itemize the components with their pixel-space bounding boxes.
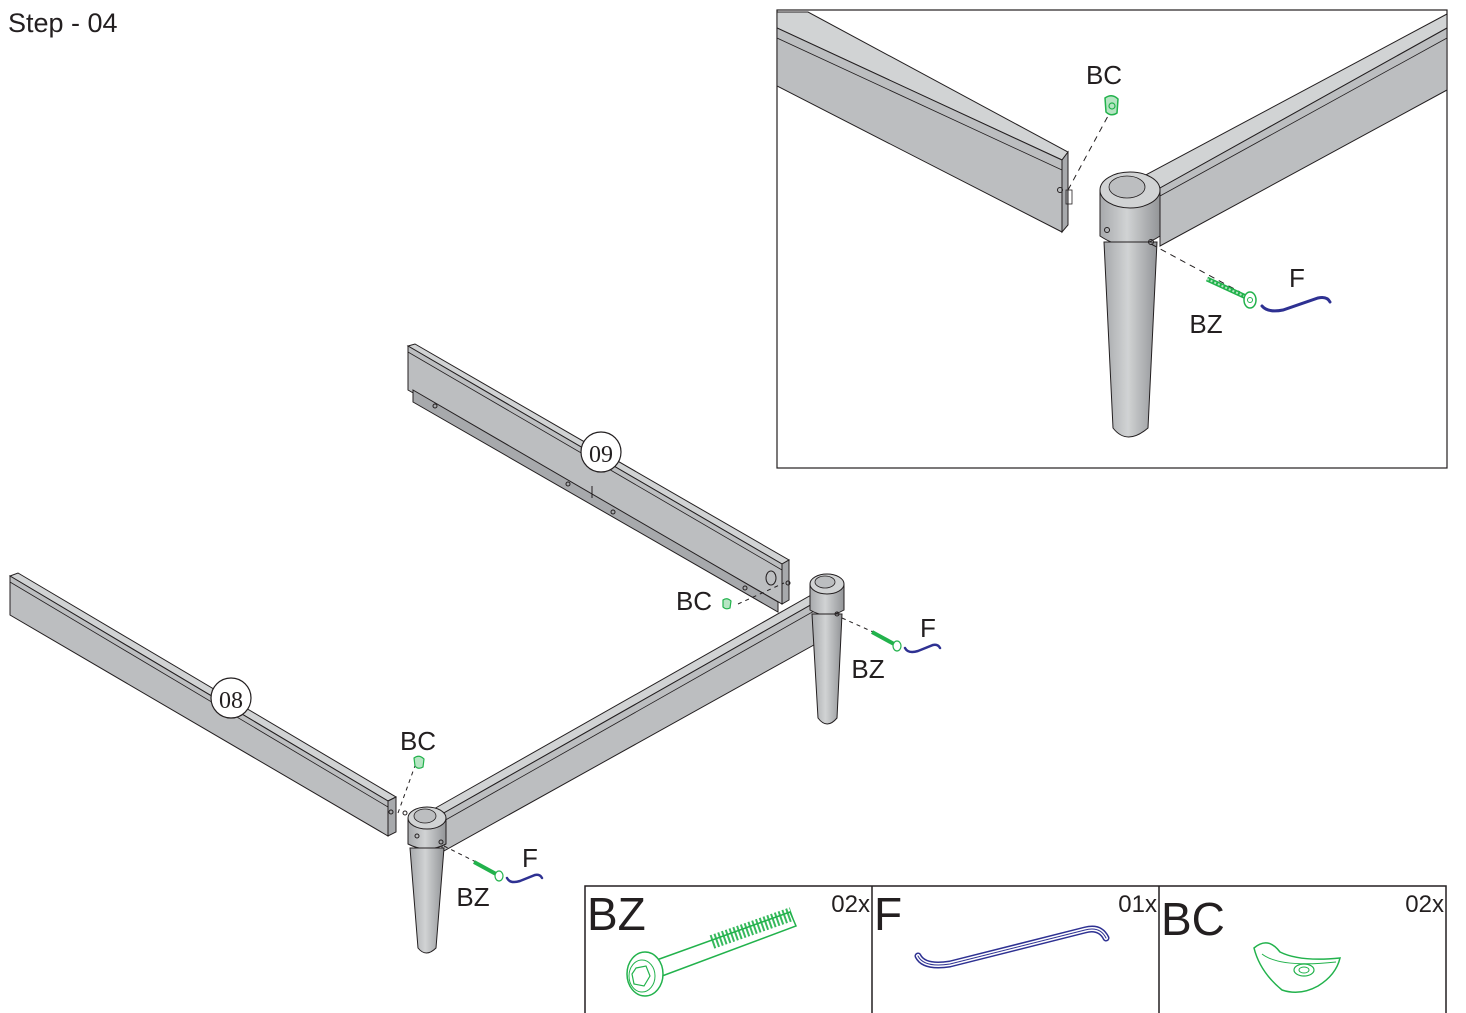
cam-nut-front-label: BC	[400, 726, 436, 756]
table-f-qty: 01x	[1118, 891, 1157, 918]
allen-key-icon	[914, 925, 1110, 969]
back-leg	[809, 573, 845, 725]
cam-nut-back-icon	[722, 598, 732, 610]
inset-allen-key-icon	[1260, 296, 1332, 313]
key-front-label: F	[522, 843, 538, 873]
hex-socket-bolt-icon	[626, 907, 797, 997]
key-back-label: F	[920, 613, 936, 643]
cam-nut-icon	[1253, 942, 1341, 993]
inset-cam-nut-label: BC	[1086, 60, 1122, 90]
step-title: Step - 04	[8, 8, 118, 38]
part-09-badge	[580, 431, 622, 473]
bolt-front-label: BZ	[456, 882, 489, 912]
inset-bolt-icon	[1205, 276, 1257, 309]
table-f-code: F	[874, 888, 902, 940]
part-08-badge	[210, 677, 252, 719]
inset-key-label: F	[1289, 263, 1305, 293]
inset-bolt-label: BZ	[1189, 309, 1222, 339]
table-bc-code: BC	[1161, 893, 1225, 945]
inset-leg	[1099, 171, 1161, 438]
allen-key-front-icon	[505, 873, 544, 884]
bolt-back-icon	[871, 630, 902, 652]
inset-cam-nut-icon	[1104, 95, 1119, 116]
cam-nut-front-icon	[413, 755, 425, 769]
rail-09	[406, 343, 791, 613]
allen-key-back-icon	[903, 643, 942, 654]
part-08-label: 08	[219, 688, 243, 714]
front-leg	[407, 806, 447, 954]
hardware-table: BZ 02x F 01x BC 02x	[584, 885, 1447, 1013]
inset-left-rail	[777, 11, 1073, 234]
bolt-back-label: BZ	[851, 654, 884, 684]
rail-08	[8, 572, 408, 837]
cam-nut-back-label: BC	[676, 586, 712, 616]
table-bz-qty: 02x	[831, 891, 870, 918]
front-rail	[430, 589, 832, 853]
part-09-label: 09	[589, 442, 613, 468]
table-bz-code: BZ	[587, 888, 646, 940]
detail-inset: BC BZ F	[776, 9, 1448, 469]
bolt-front-icon	[473, 860, 504, 882]
table-bc-qty: 02x	[1405, 891, 1444, 918]
